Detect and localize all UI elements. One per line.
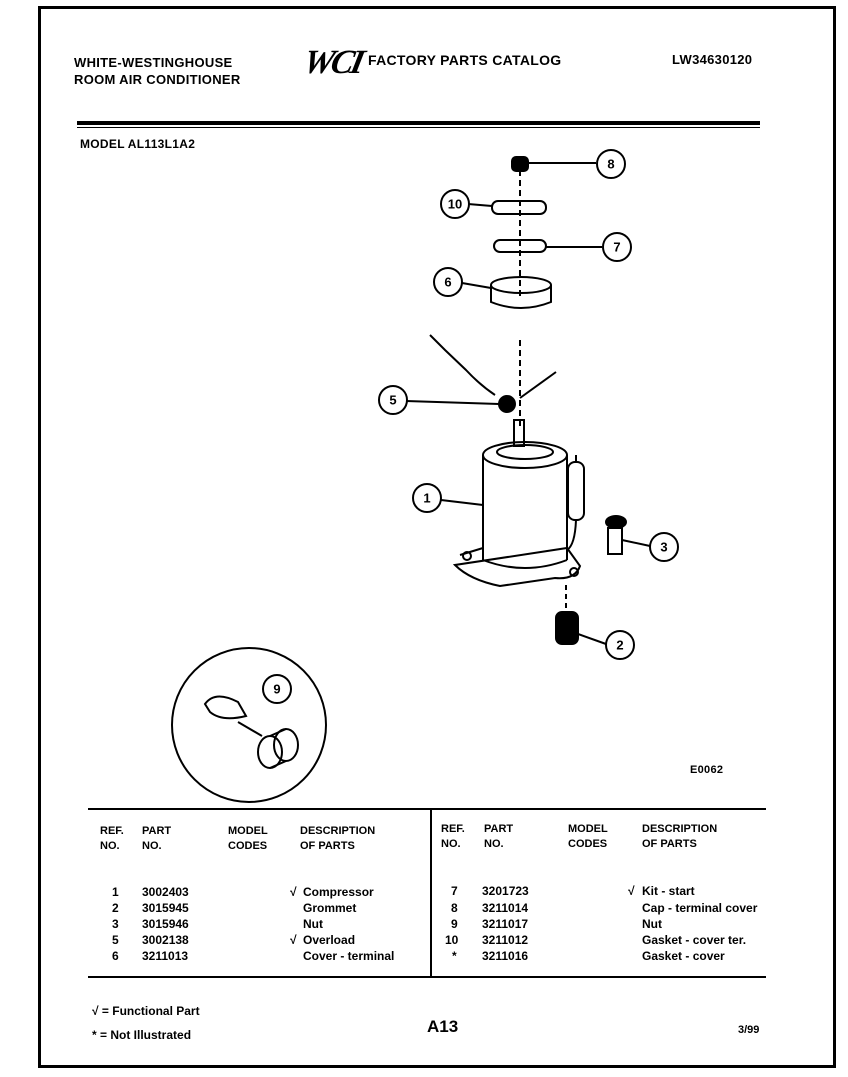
table-row: 1 [112,885,119,899]
header-rule [77,121,760,125]
callout-10-label: 10 [448,197,462,212]
callout-3-label: 3 [660,540,667,555]
callout-9 [596,149,626,179]
model-number: MODEL AL113L1A2 [80,137,196,151]
overload-part-5 [405,334,557,413]
table-row: 8 [451,901,458,915]
gasket-part-10 [467,200,547,215]
table-row: 10 [445,933,459,947]
page-number: A13 [427,1017,459,1036]
cap-part-8 [493,239,602,253]
callout-2 [605,630,635,660]
callout-1 [412,483,442,513]
callout-3 [649,532,679,562]
table-bottom-rule [88,976,766,978]
brand-line-2: ROOM AIR CONDITIONER [74,72,241,87]
start-kit-inset [171,647,327,803]
nut-part-9 [511,156,596,172]
callout-10 [440,189,470,219]
callout-6-label: 6 [444,275,451,290]
grommet-part-2 [555,585,607,645]
callout-8-label: 7 [613,240,620,255]
header-rule-thin [77,127,760,128]
catalog-title: FACTORY PARTS CATALOG [368,52,562,68]
callout-7-label: 9 [273,682,280,697]
table-row: 7 [451,884,458,898]
callout-1-label: 1 [423,491,430,506]
table-row: 3 [112,917,119,931]
catalog-page [38,6,836,1068]
brand-line-1: WHITE-WESTINGHOUSE [74,55,233,70]
table-row: 2 [112,901,119,915]
callout-6 [433,267,463,297]
header-ref: REF.NO. [100,825,124,852]
legend-functional-part: √ = Functional Part [92,1004,200,1018]
document-number: LW34630120 [672,52,753,67]
table-top-rule [88,808,766,810]
bolt-part-3 [605,515,651,555]
figure-code: E0062 [690,764,724,776]
compressor-part-1 [440,419,582,588]
callout-8 [602,232,632,262]
header-ref-right: REF.NO. [441,823,465,850]
start-device [566,455,585,551]
catalog-date: 3/99 [738,1024,760,1036]
table-row: 9 [451,917,458,931]
table-center-rule [430,808,432,976]
table-row: * [452,949,457,963]
legend-not-illustrated: * = Not Illustrated [92,1028,192,1042]
callout-7 [262,674,292,704]
table-row: 5 [112,933,119,947]
callout-5-label: 5 [389,393,396,408]
callout-2-label: 2 [616,638,623,653]
callout-5 [378,385,408,415]
cover-part-6 [461,276,552,309]
callout-9-label: 8 [607,157,614,172]
table-row: 6 [112,949,119,963]
